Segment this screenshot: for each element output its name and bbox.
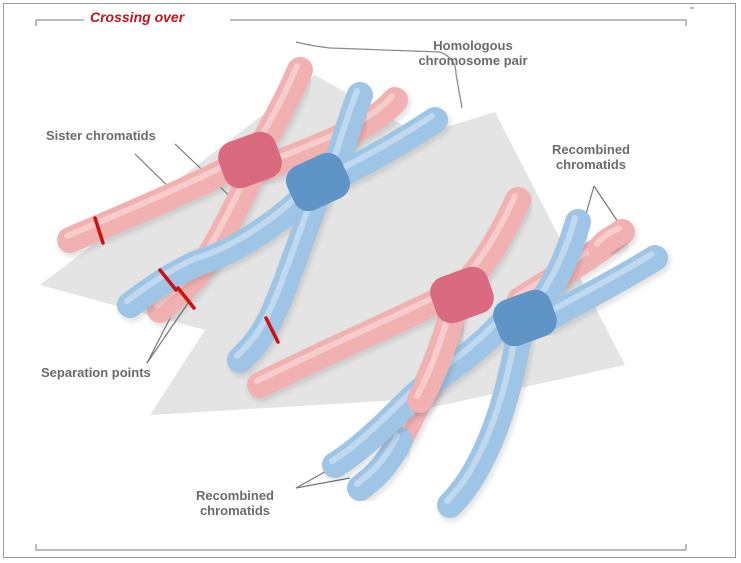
homologous-pair-label: Homologous chromosome pair (398, 38, 548, 68)
homologous-pair-label-line2: chromosome pair (398, 53, 548, 68)
recombined-chromatids-label-top: Recombined chromatids (536, 142, 646, 172)
recombined-top-line1: Recombined (536, 142, 646, 157)
figure-title: Crossing over (86, 9, 188, 25)
homologous-pair-label-line1: Homologous (398, 38, 548, 53)
separation-points-label: Separation points (41, 365, 151, 380)
recombined-top-line2: chromatids (536, 157, 646, 172)
recombined-bottom-line1: Recombined (170, 488, 300, 503)
recombined-chromatids-label-bottom: Recombined chromatids (170, 488, 300, 518)
recombined-bottom-line2: chromatids (170, 503, 300, 518)
sister-chromatids-label: Sister chromatids (46, 128, 156, 143)
